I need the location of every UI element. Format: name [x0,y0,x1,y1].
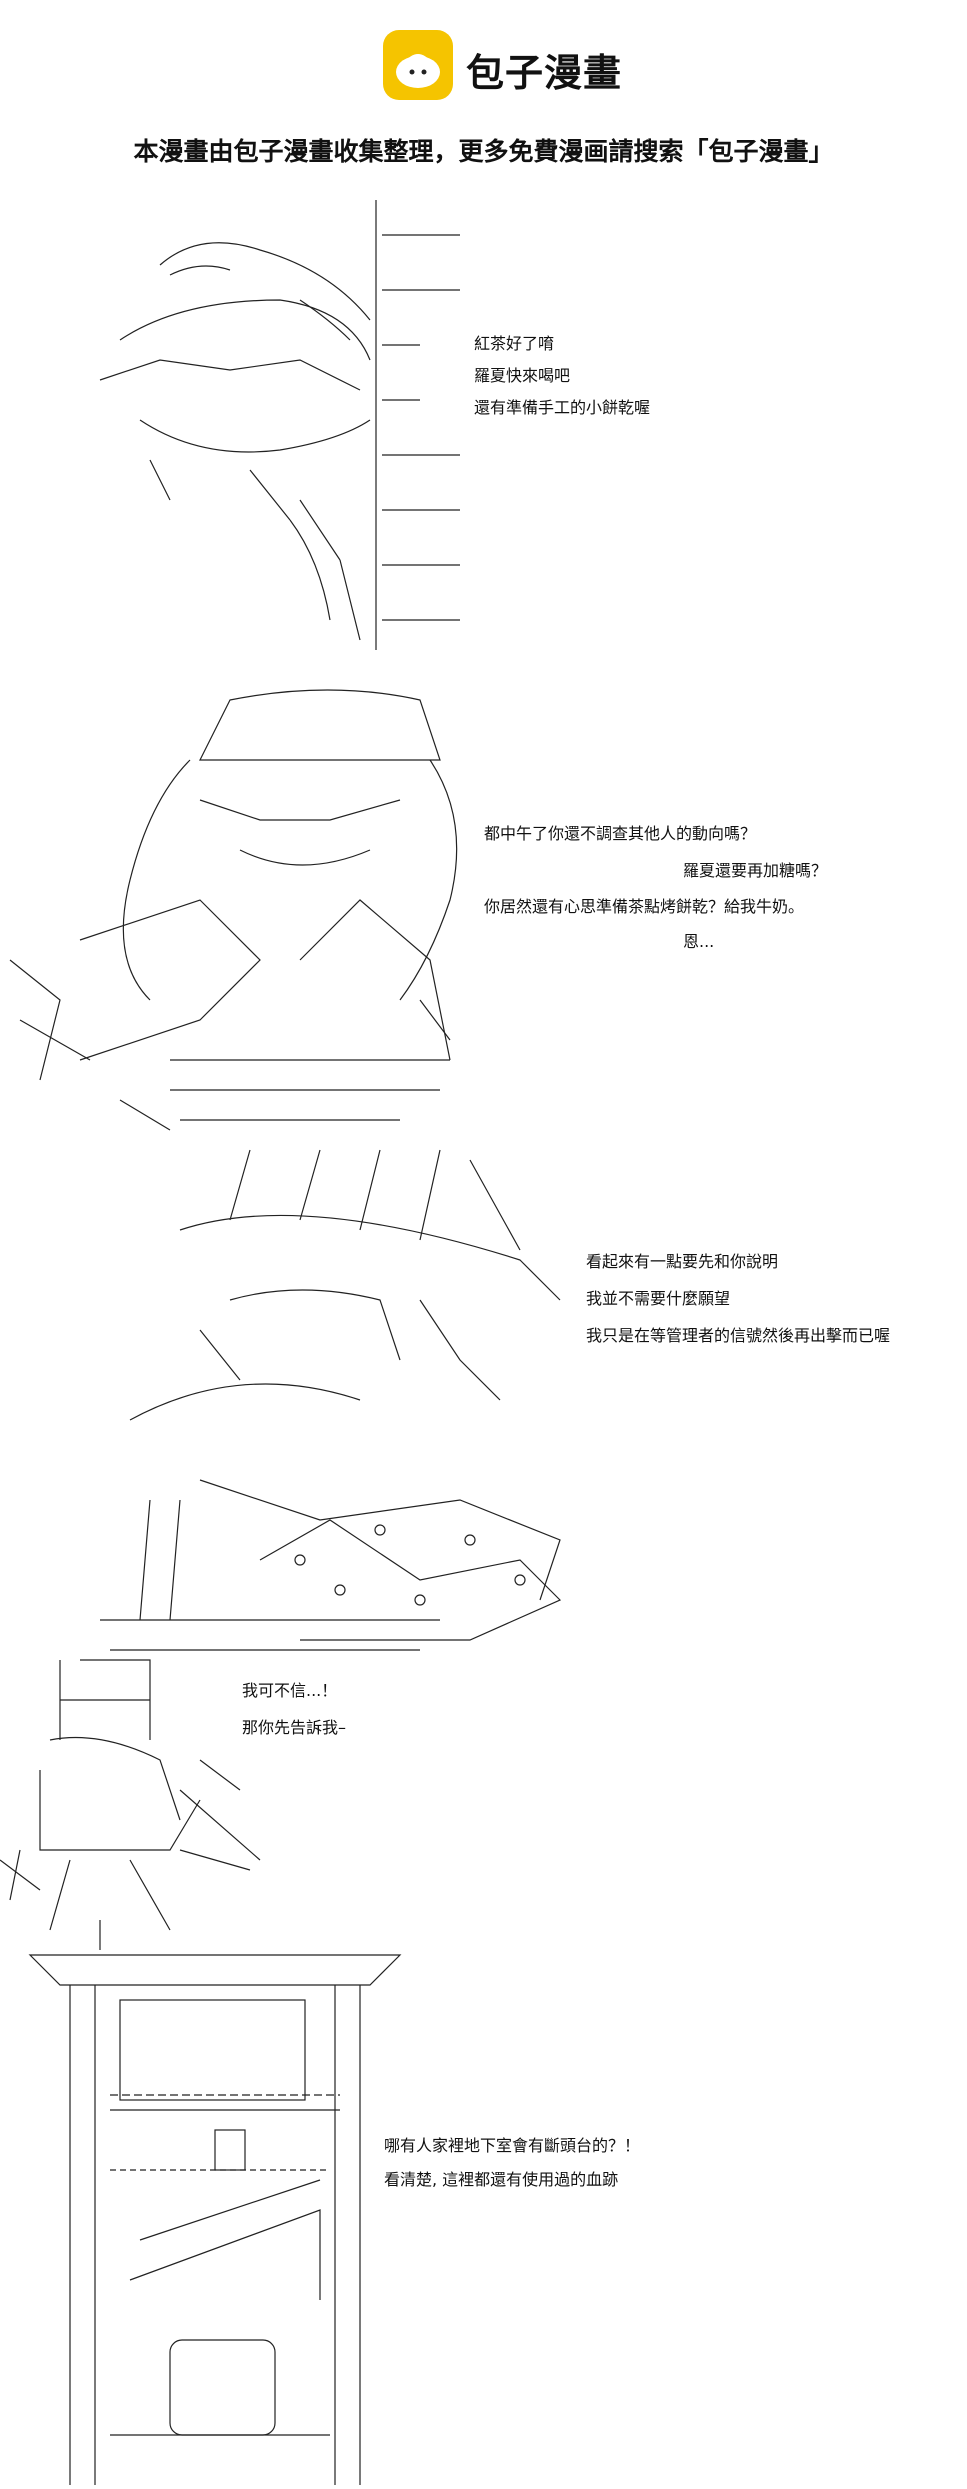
source-notice: 本漫畫由包子漫畫收集整理，更多免費漫画請搜索「包子漫畫」 [133,137,834,166]
panel-3-illustration [100,1149,562,1651]
dialogue-line: 那你先告訴我– [242,1718,347,1737]
bun-face-icon [383,30,453,100]
panel-5-illustration [28,1954,402,2485]
dialogue-line: 你居然還有心思準備茶點烤餅乾？給我牛奶。 [484,897,805,916]
dialogue-line: 羅夏快來喝吧 [474,366,571,385]
dialogue-line: 紅茶好了唷 [474,334,555,353]
dialogue-line: 看清楚, 這裡都還有使用過的血跡 [384,2170,619,2189]
panel-2-illustration [9,689,458,1131]
dialogue-line: 我並不需要什麼願望 [586,1289,731,1308]
dialogue-line: 恩... [683,932,715,951]
panel-4-illustration [0,1659,261,1950]
panel-1-illustration [99,200,460,650]
dialogue-line: 我可不信...！ [242,1681,338,1700]
dialogue-line: 我只是在等管理者的信號然後再出擊而已喔 [586,1326,891,1345]
dialogue-line: 看起來有一點要先和你說明 [586,1252,779,1271]
dialogue-line: 都中午了你還不調查其他人的動向嗎？ [484,824,757,843]
brand-name[interactable]: 包子漫畫 [466,51,623,95]
dialogue-line: 羅夏還要再加糖嗎？ [683,861,828,880]
dialogue-line: 哪有人家裡地下室會有斷頭台的？！ [384,2136,641,2155]
dialogue-line: 還有準備手工的小餅乾喔 [474,398,651,417]
